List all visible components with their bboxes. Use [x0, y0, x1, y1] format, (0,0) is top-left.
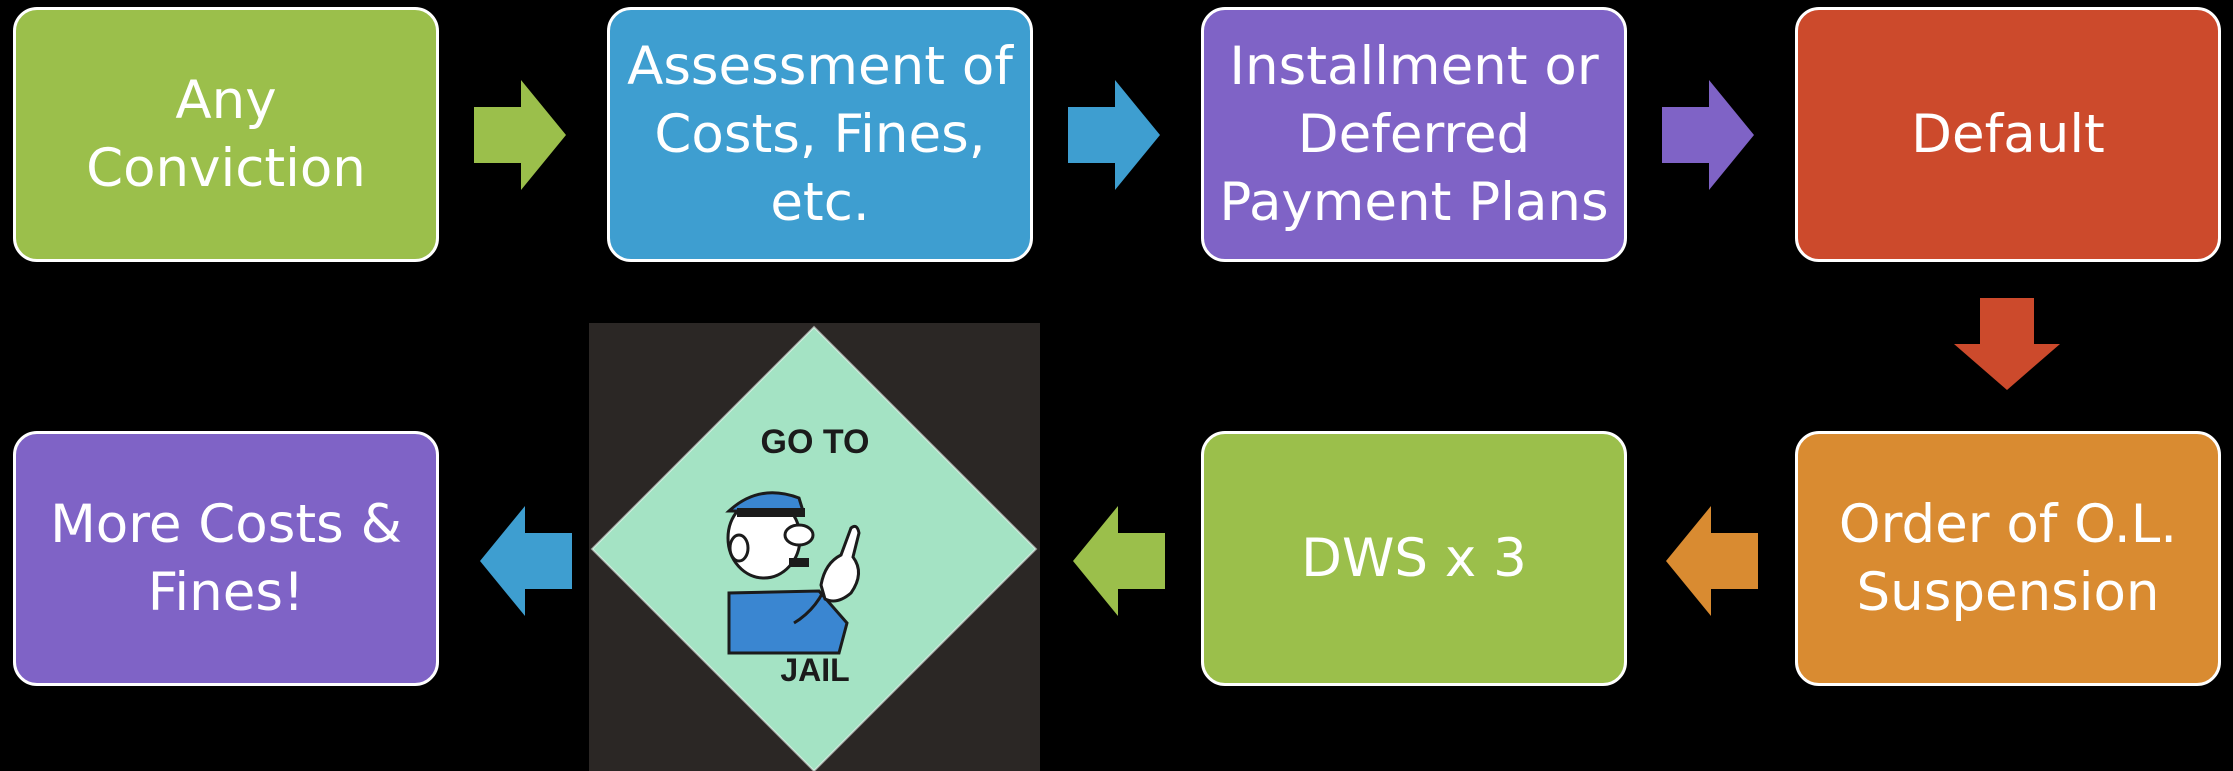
policeman-icon [725, 491, 861, 655]
step-assessment-of-costs: Assessment of Costs, Fines, etc. [607, 7, 1033, 262]
step-ol-suspension: Order of O.L. Suspension [1795, 431, 2221, 686]
step-default: Default [1795, 7, 2221, 262]
arrow-left-icon [480, 506, 572, 616]
arrow-down-icon [1954, 298, 2060, 390]
card-diamond [592, 327, 1036, 771]
go-to-jail-card-image: GO TO JAIL [589, 323, 1040, 771]
step-payment-plans: Installment or Deferred Payment Plans [1201, 7, 1627, 262]
step-label: Order of O.L. Suspension [1838, 493, 2178, 623]
card-top-text: GO TO [761, 423, 870, 461]
step-label: Installment or Deferred Payment Plans [1219, 35, 1609, 233]
card-bottom-text: JAIL [780, 652, 849, 688]
step-label: Assessment of Costs, Fines, etc. [627, 35, 1013, 233]
step-dws-x-3: DWS x 3 [1201, 431, 1627, 686]
step-label: Any Conviction [86, 69, 366, 199]
arrow-right-icon [1068, 80, 1160, 190]
arrow-right-icon [474, 80, 566, 190]
arrow-left-icon [1073, 506, 1165, 616]
step-more-costs-and-fines: More Costs & Fines! [13, 431, 439, 686]
step-any-conviction: Any Conviction [13, 7, 439, 262]
step-label: Default [1911, 103, 2105, 165]
arrow-left-icon [1666, 506, 1758, 616]
step-label: More Costs & Fines! [50, 493, 402, 623]
step-label: DWS x 3 [1301, 527, 1527, 589]
arrow-right-icon [1662, 80, 1754, 190]
